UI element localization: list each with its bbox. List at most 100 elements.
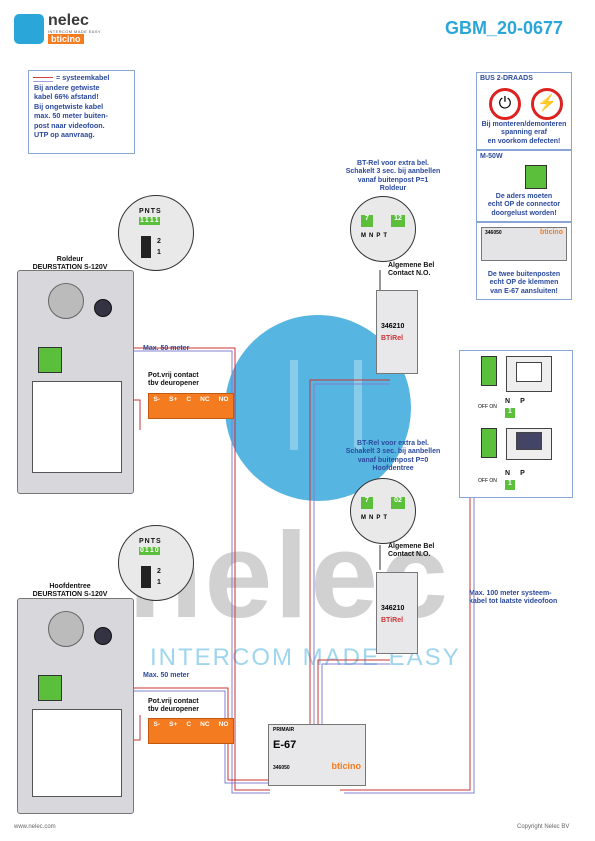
dip-label-n: N	[144, 208, 150, 215]
contact-title-bottom: tbv deuropener	[148, 706, 199, 713]
e67-power-supply: PRIMAIR E-67 346050 bticino	[268, 724, 366, 786]
terminal-label: S-	[153, 396, 161, 403]
relay-top-zoom-right: 12	[391, 215, 405, 227]
bottom-contact-terminal: S- S+ C NC NO	[148, 718, 234, 744]
relay-bottom-model: 346210	[381, 605, 405, 612]
monitor-top-n: N	[505, 398, 511, 405]
logo-name: nelec	[48, 12, 89, 29]
speaker-grille	[48, 283, 84, 319]
cable-note-box: = systeemkabel Bij andere getwiste kabel…	[28, 70, 135, 154]
relay-bottom-module: 346210 BTiRel	[376, 572, 418, 654]
relay-top-zoom: 7 12 M N P T	[350, 196, 416, 262]
contact-title-bottom: Pot.vrij contact	[148, 698, 199, 705]
terminal-label: C	[186, 396, 192, 403]
dip-switch	[141, 236, 151, 258]
top-station-name: Roldeur	[56, 256, 84, 263]
m50w-line: doorgelust worden!	[491, 209, 557, 217]
m50w-title: M-50W	[480, 153, 503, 160]
e67-mini-brand: bticino	[540, 229, 563, 236]
relay-label: T	[383, 233, 388, 239]
relay-top-zoom-left: 7	[361, 215, 373, 227]
bottom-station-model: DEURSTATION S-120V	[32, 591, 108, 598]
relay-label: N	[369, 233, 374, 239]
dip-label-s: S	[156, 538, 161, 545]
terminal-label: NC	[200, 721, 210, 728]
terminal-label: NO	[218, 721, 229, 728]
dip-label-p: P	[139, 538, 144, 545]
cable-label-top: Max. 50 meter	[143, 345, 190, 352]
monitor-bottom-screen	[516, 432, 542, 450]
contact-title-top: tbv deuropener	[148, 380, 199, 387]
relay-top-model: 346210	[381, 323, 405, 330]
relay-bottom-zoom-right: 02	[391, 497, 405, 509]
dip-value-p: 1	[140, 217, 144, 224]
dip-label-t: T	[150, 208, 156, 215]
connector-icon	[481, 356, 497, 386]
dip-pos-2: 2	[157, 238, 161, 245]
dip-pos-2: 2	[157, 568, 161, 575]
relay-top-desc: Schakelt 3 sec. bij aanbellen	[345, 168, 441, 176]
terminal-label: C	[186, 721, 192, 728]
relay-top-desc: BT-Rel voor extra bel.	[357, 160, 429, 167]
no-plug-icon: ⏻	[489, 88, 521, 120]
relay-label: N	[369, 515, 374, 521]
bticino-logo: bticino	[48, 34, 84, 44]
bus-title: BUS 2-DRAADS	[480, 75, 533, 82]
top-station-dip-zoom: P N T S 1 1 1 1 2 1	[118, 195, 194, 271]
bus-warning-line: spanning eraf	[501, 129, 547, 137]
terminal-label: NO	[218, 396, 229, 403]
top-door-station	[17, 270, 134, 494]
dip-value-p: 0	[140, 547, 144, 554]
dip-label-t: T	[150, 538, 156, 545]
dip-value-n: 1	[144, 217, 149, 224]
terminal-label: NC	[200, 396, 210, 403]
card-window	[32, 709, 122, 797]
e67-note-line: van E-67 aansluiten!	[490, 287, 558, 295]
dip-value-s: 0	[154, 547, 159, 554]
e67-note-box: 346050 bticino De twee buitenposten echt…	[476, 222, 572, 300]
e67-note-line: echt OP de klemmen	[489, 279, 559, 287]
e67-primary-label: PRIMAIR	[273, 727, 295, 733]
camera-lens	[94, 627, 112, 645]
terminal-label: S-	[153, 721, 161, 728]
e67-note-line: De twee buitenposten	[487, 271, 561, 278]
relay-bottom-desc: vanaf buitenpost P=0	[357, 456, 429, 464]
document-id: GBM_20-0677	[445, 18, 564, 38]
dip-pos-1: 1	[157, 579, 161, 586]
relay-bottom-contact: Algemene Bel	[388, 543, 435, 550]
connector-icon	[481, 428, 497, 458]
top-station-label: Roldeur DEURSTATION S-120V	[0, 256, 140, 272]
dip-pos-1: 1	[157, 249, 161, 256]
relay-label: M	[361, 515, 366, 521]
cable-label-right: kabel tot laatste videofoon	[469, 598, 558, 605]
monitor-top-p-value: 1	[505, 408, 515, 418]
contact-title-top: Pot.vrij contact	[148, 372, 199, 379]
note-line: post naar videofoon.	[34, 120, 105, 130]
e67-model: E-67	[273, 739, 297, 751]
note-line: kabel 66% afstand!	[34, 92, 99, 101]
relay-label: M	[361, 233, 366, 239]
relay-top-contact: Algemene Bel	[388, 262, 435, 269]
relay-bottom-zoom: 7 02 M N P T	[350, 478, 416, 544]
card-window	[32, 381, 122, 473]
dip-label-s: S	[156, 208, 161, 215]
note-line: UTP op aanvraag.	[34, 130, 95, 139]
terminal-label: S+	[169, 721, 178, 728]
watermark-logo-mark	[290, 360, 362, 450]
footer-website: www.nelec.com	[14, 824, 56, 830]
monitor-bottom-p-value: 1	[505, 480, 515, 490]
relay-top-desc: Roldeur	[379, 185, 407, 193]
m50w-box: M-50W De aders moeten echt OP de connect…	[476, 150, 572, 222]
nelec-logo-icon	[14, 14, 44, 44]
monitor-bottom-switch: OFF ON	[478, 478, 497, 484]
e67-brand: bticino	[331, 761, 362, 771]
dip-value-t: 1	[149, 547, 154, 554]
relay-label: P	[376, 515, 381, 521]
relay-bottom-brand: BTiRel	[381, 617, 404, 624]
note-line: max. 50 meter buiten-	[34, 111, 108, 120]
bottom-station-label: Hoofdentree DEURSTATION S-120V	[0, 583, 140, 599]
bottom-station-dip-zoom: P N T S 0 1 1 0 2 1	[118, 525, 194, 601]
relay-label: T	[383, 515, 388, 521]
logo-tagline: INTERCOM MADE EASY	[48, 29, 101, 34]
e67-code: 346050	[273, 765, 290, 771]
